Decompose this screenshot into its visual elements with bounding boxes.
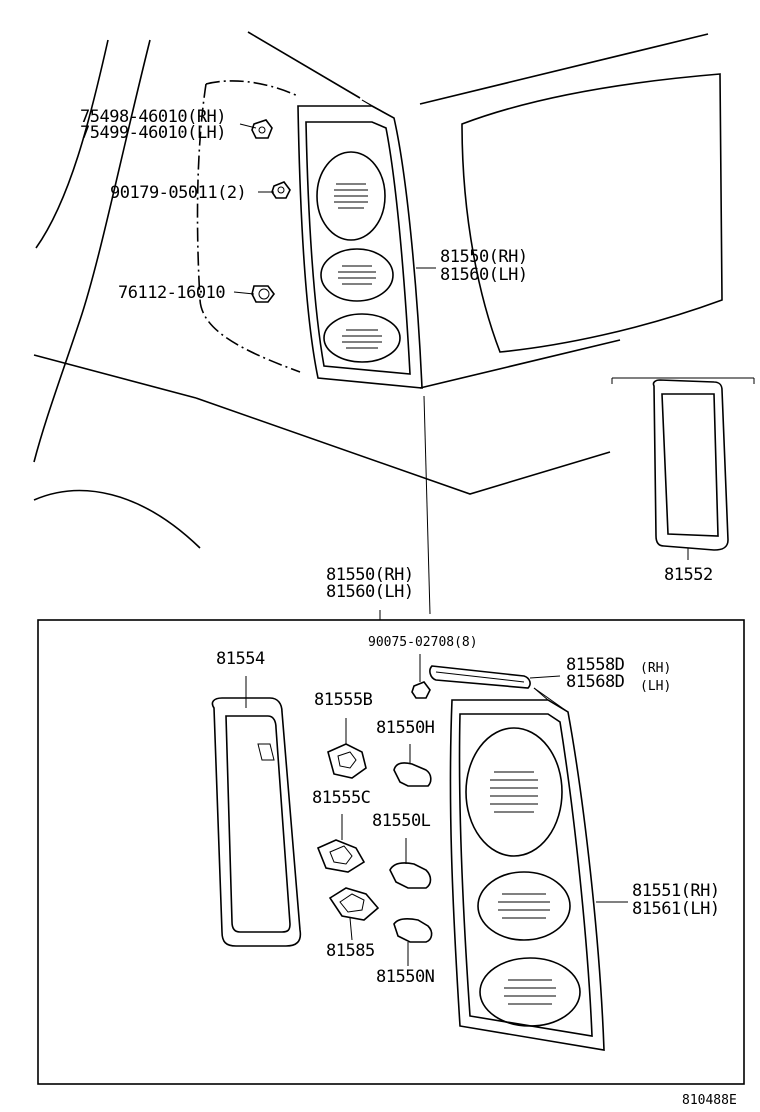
cover-strip (429, 665, 561, 689)
label-clip-rh: 75498-46010(RH) (80, 107, 226, 127)
label-cover-rh: 81558D (566, 655, 625, 675)
label-lens-rh: 81551(RH) (632, 881, 720, 901)
label-cover-rh-suffix: (RH) (640, 661, 671, 676)
label-bulb-h: 81550H (376, 718, 435, 738)
label-assy-lh: 81560(LH) (326, 582, 414, 602)
leader-lines-top (233, 123, 689, 615)
socket-81555b (327, 718, 367, 779)
label-socket-b: 81555B (314, 690, 373, 710)
label-assy-rh: 81550(RH) (326, 565, 414, 585)
label-outer-gasket: 81552 (664, 565, 713, 585)
nut-fastener (271, 181, 291, 199)
clip-fastener (251, 119, 273, 139)
exploded-view-frame (37, 619, 745, 1085)
label-screw: 90075-02708(8) (368, 635, 478, 650)
label-socket-85: 81585 (326, 941, 375, 961)
label-cover-lh-suffix: (LH) (640, 679, 671, 694)
socket-81555c (316, 814, 366, 873)
bulb-81550h (393, 744, 432, 787)
grommet-fastener (251, 285, 275, 303)
label-socket-c: 81555C (312, 788, 370, 808)
bulb-81550l (389, 838, 432, 889)
label-lamp-rh: 81550(RH) (440, 247, 528, 267)
socket-81585 (328, 887, 380, 941)
vehicle-body-outline (33, 31, 723, 549)
outer-gasket-frame (611, 377, 755, 551)
label-grommet: 76112-16010 (118, 283, 225, 303)
label-nut: 90179-05011(2) (110, 183, 246, 203)
lamp-lens (449, 687, 628, 1051)
inner-gasket (211, 676, 302, 947)
part-labels: 75498-46010(RH) 75499-46010(LH) 90179-05… (80, 107, 737, 1108)
label-bulb-n: 81550N (376, 967, 435, 987)
label-lamp-lh: 81560(LH) (440, 265, 528, 285)
label-cover-lh: 81568D (566, 672, 625, 692)
label-clip-lh: 75499-46010(LH) (80, 123, 226, 143)
bulb-81550n (393, 918, 433, 966)
label-inner-gasket: 81554 (216, 649, 265, 669)
screw-90075 (411, 654, 431, 699)
label-lens-lh: 81561(LH) (632, 899, 720, 919)
installed-tail-lamp (297, 99, 423, 389)
label-bulb-l: 81550L (372, 811, 431, 831)
diagram-code: 810488E (682, 1093, 737, 1108)
